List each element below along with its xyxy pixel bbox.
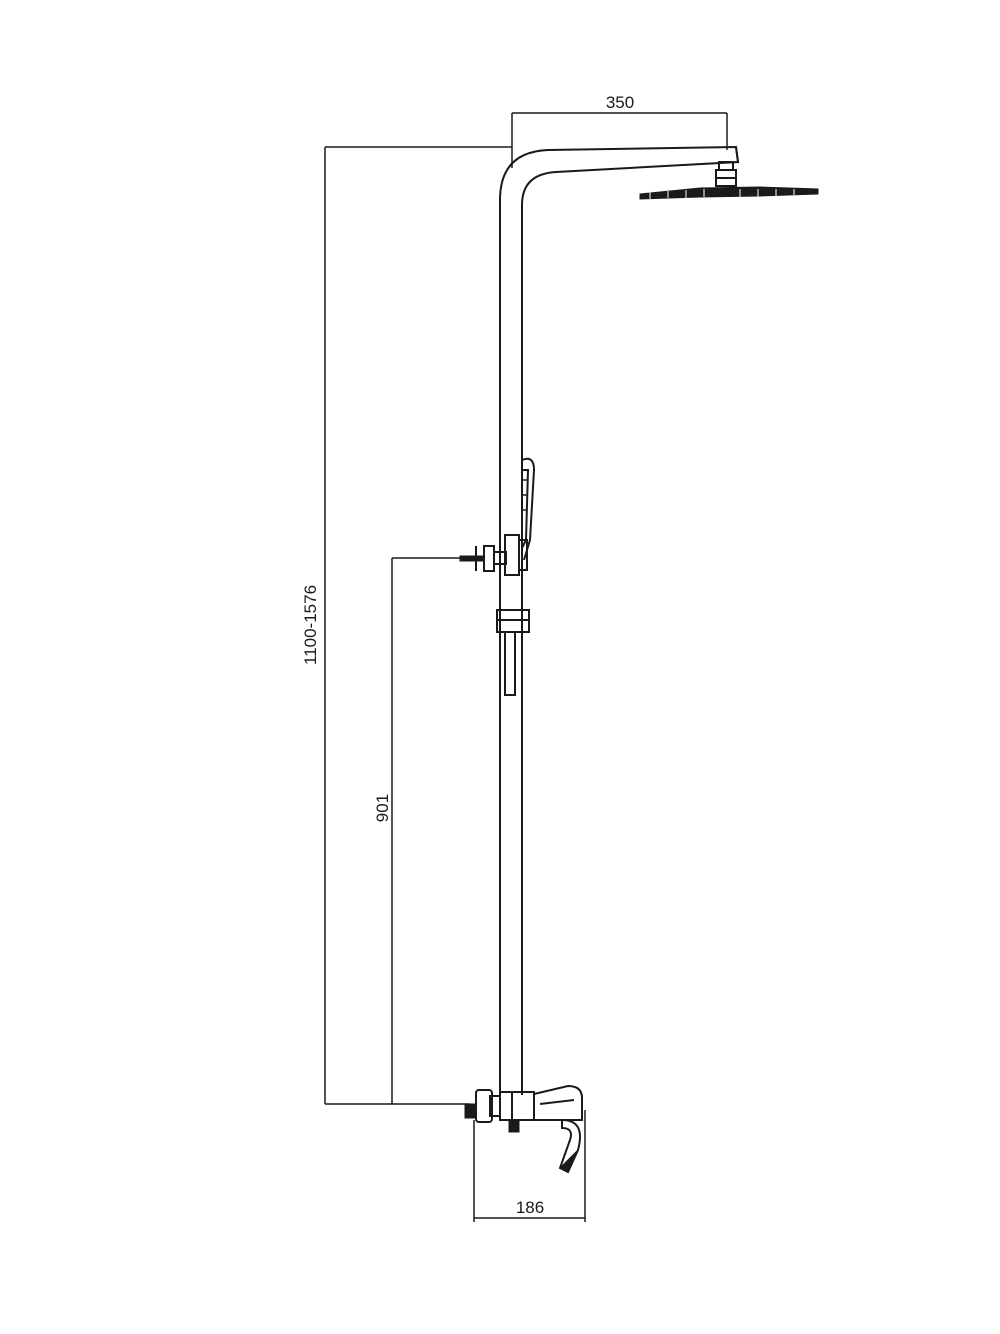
arm-reach-label: 350 [606, 93, 634, 112]
hand-shower [521, 457, 536, 561]
slide-holder [496, 609, 530, 696]
total-height-label: 1100-1576 [301, 585, 320, 665]
dimension-total-height: 1100-1576 [301, 146, 512, 1105]
dimension-arm-reach: 350 [511, 93, 728, 168]
mixer-valve [464, 1084, 583, 1174]
dimension-mixer-width: 186 [473, 1110, 586, 1222]
dimension-diverter-height: 901 [373, 557, 470, 1104]
wall-bracket [459, 534, 528, 576]
mixer-width-label: 186 [516, 1198, 544, 1217]
diverter-height-label: 901 [373, 794, 392, 822]
riser-pipe [499, 145, 740, 1095]
rain-shower-head [639, 161, 819, 200]
